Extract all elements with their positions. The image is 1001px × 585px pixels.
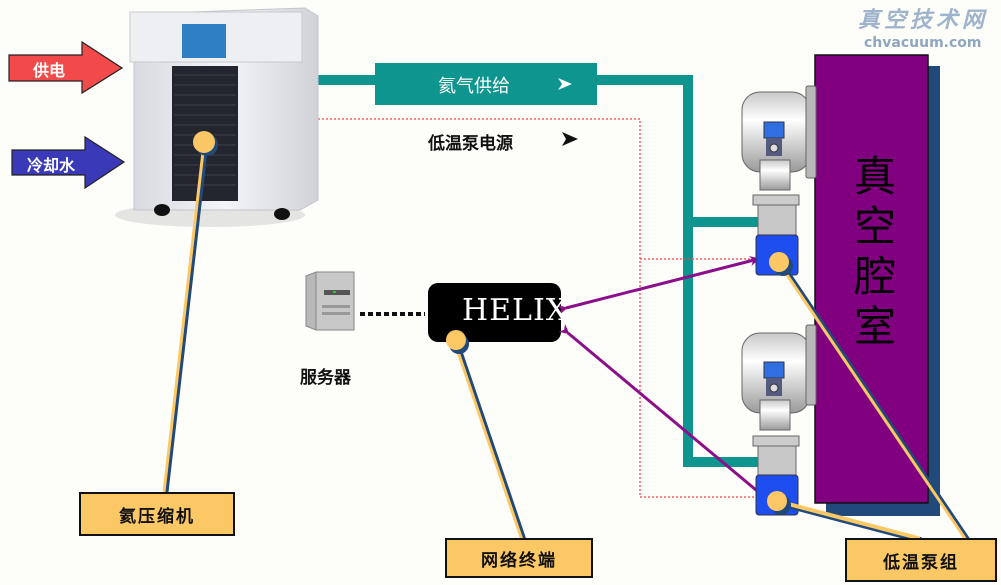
callout-leaders: [162, 140, 971, 543]
cooling-water-input-arrow: [11, 135, 126, 190]
server-label: 服务器: [300, 368, 351, 388]
network-link-upper: [557, 256, 760, 315]
callout-dots: [193, 131, 793, 515]
compressor-callout: 氦压缩机: [79, 492, 235, 536]
chamber-label: 真 空 腔 室: [845, 152, 905, 352]
chamber-char-2: 空: [853, 202, 896, 251]
watermark-cn: 真空技术网: [858, 7, 989, 33]
network-link-lower: [558, 324, 770, 502]
cryopump-power-label: 低温泵电源: [428, 134, 513, 154]
helium-compressor[interactable]: [115, 7, 319, 227]
helium-supply-pipe: [318, 75, 760, 467]
network-terminal-callout: 网络终端: [445, 538, 593, 578]
cryopump-group-callout: 低温泵组: [845, 538, 997, 582]
chamber-char-3: 腔: [853, 252, 896, 301]
server-icon[interactable]: [305, 271, 355, 331]
power-input-label: 供电: [33, 61, 66, 80]
cryopump-upper[interactable]: [741, 85, 817, 276]
power-input-arrow: [8, 40, 124, 95]
helix-terminal[interactable]: [428, 283, 561, 342]
power-arrow-icon: [562, 132, 578, 146]
vacuum-chamber[interactable]: [814, 54, 929, 504]
chamber-char-1: 真: [853, 152, 896, 201]
cryopump-lower[interactable]: [741, 324, 817, 516]
watermark-en: chvacuum.com: [864, 35, 982, 51]
cooling-water-label: 冷却水: [27, 156, 76, 175]
helium-supply-banner: [375, 63, 597, 105]
helium-arrow-icon: [558, 78, 572, 90]
chamber-char-4: 室: [853, 302, 896, 351]
helium-supply-label: 氦气供给: [438, 76, 510, 97]
helix-label: HELIX: [462, 293, 569, 328]
